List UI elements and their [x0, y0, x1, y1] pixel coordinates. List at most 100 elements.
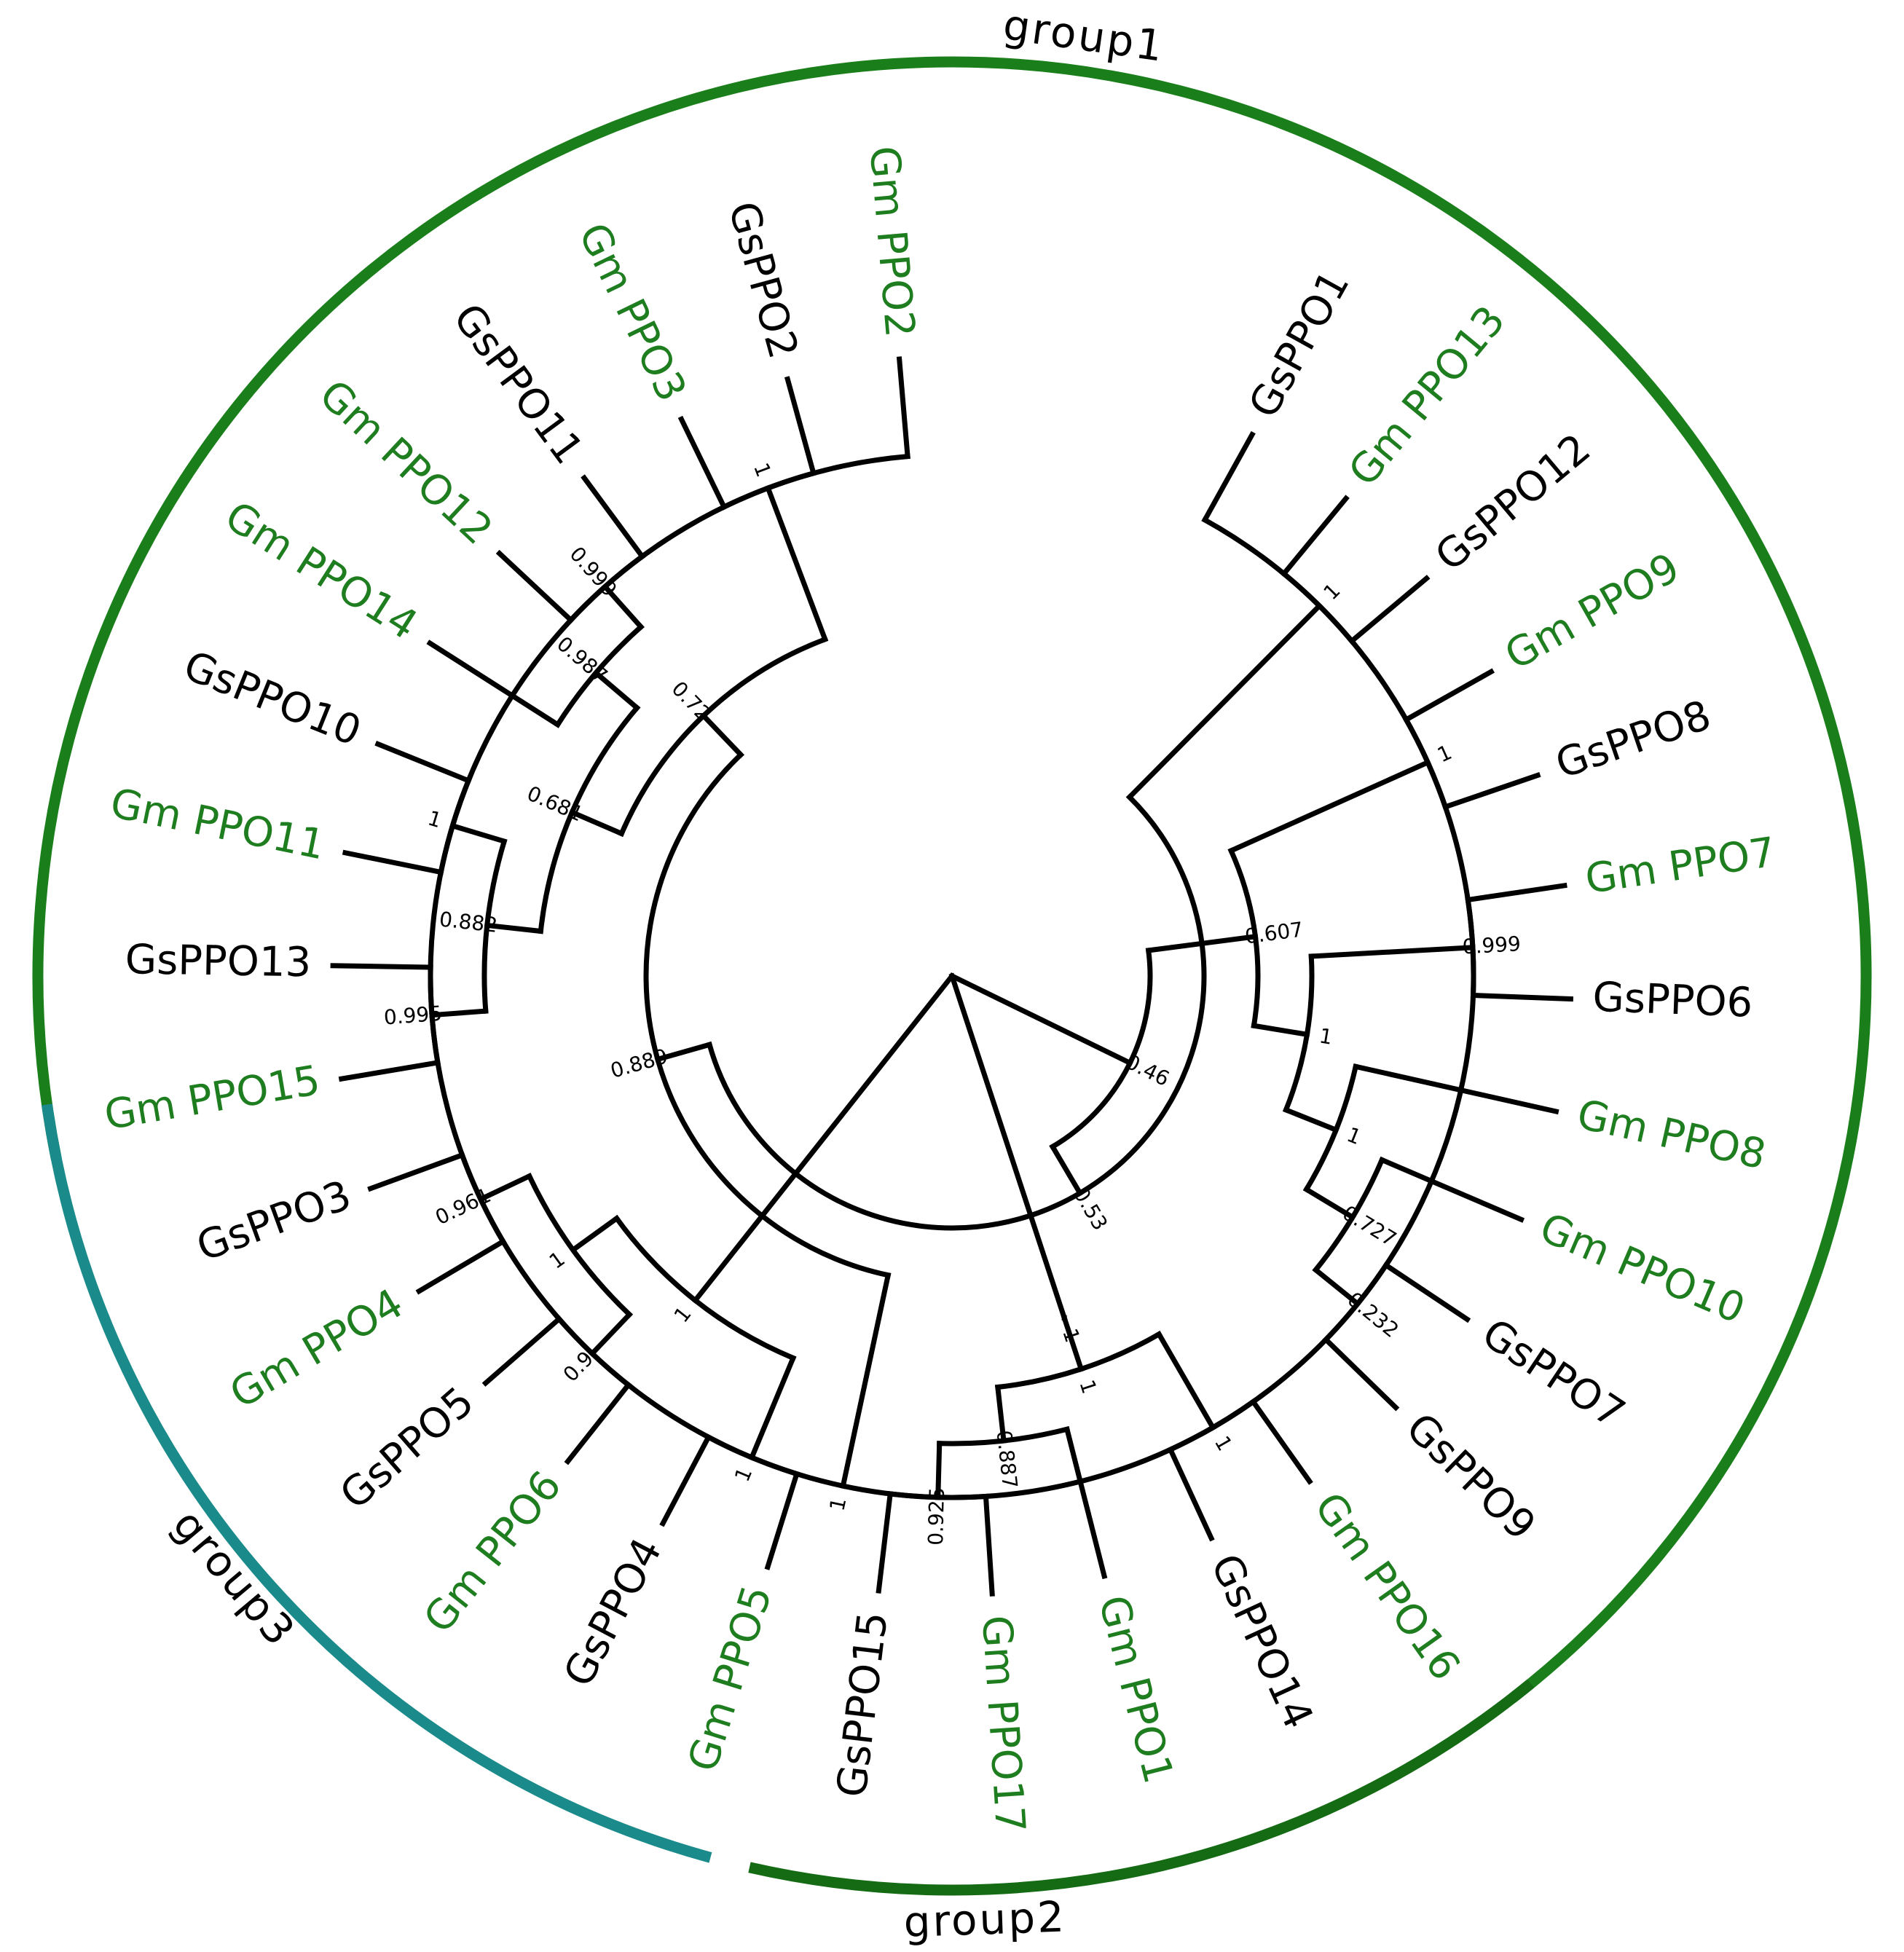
group3-label: group3 [163, 1500, 306, 1656]
support-value: 0.53 [1069, 1183, 1112, 1234]
group3-arc [42, 1103, 712, 1863]
branch-6-0 [764, 484, 829, 643]
leaf-label-GmPPO15: Gm PPO15 [101, 1057, 323, 1140]
leaf-label-GmPPO5: Gm PPO5 [679, 1580, 781, 1776]
branch-3-0 [654, 1041, 713, 1063]
branch-9-1 [601, 583, 645, 631]
branch-17-0 [1308, 945, 1476, 959]
branch-arc-3 [706, 793, 1207, 1231]
branch-arc-21 [1322, 1262, 1390, 1344]
branch-30-1 [415, 1237, 507, 1295]
branch-14-0 [1280, 495, 1350, 578]
branch-arc-12 [438, 777, 472, 875]
branch-arc-31 [555, 1315, 632, 1389]
support-value: 1 [1210, 1432, 1237, 1455]
branch-arc-2 [1049, 947, 1153, 1151]
support-value: 1 [545, 1247, 570, 1274]
branch-26-0 [876, 1491, 894, 1594]
branch-22-0 [1061, 1314, 1085, 1373]
branch-23-0 [1155, 1331, 1216, 1431]
branch-7-1 [784, 376, 817, 477]
support-value: 1 [1319, 578, 1345, 605]
support-value: 1 [1343, 1122, 1364, 1149]
leaf-label-GsPPO2: GsPPO2 [719, 197, 807, 363]
branch-25-0 [1063, 1426, 1108, 1580]
leaf-label-GsPPO12: GsPPO12 [1426, 425, 1600, 581]
branch-10-0 [495, 549, 575, 624]
branch-24-1 [1249, 1398, 1313, 1485]
branch-arc-18 [1465, 897, 1476, 999]
branch-28-0 [659, 1433, 712, 1527]
support-value-layer: 0.460.530.88910.7210.6810.9870.9990.8821… [383, 460, 1522, 1546]
branch-27-1 [569, 1214, 621, 1254]
branch-18-0 [1465, 882, 1567, 903]
leaf-label-GmPPO10: Gm PPO10 [1533, 1204, 1752, 1333]
branch-6-1 [568, 808, 625, 838]
branch-1-1 [948, 972, 1068, 1321]
branch-25-1 [935, 1441, 943, 1500]
branch-4-0 [840, 1272, 892, 1489]
leaf-label-GsPPO6: GsPPO6 [1592, 974, 1753, 1027]
branch-arc-20 [1312, 1156, 1385, 1274]
leaf-label-GmPPO7: Gm PPO7 [1582, 829, 1779, 904]
leaf-label-GmPPO11: Gm PPO11 [106, 779, 329, 869]
branch-30-0 [367, 1152, 466, 1192]
branch-15-0 [1227, 759, 1431, 854]
branch-arc-26 [887, 1491, 989, 1500]
branch-14-1 [1348, 575, 1431, 645]
branch-arc-24 [1167, 1398, 1257, 1453]
branch-21-1 [1322, 1336, 1400, 1412]
branch-arc-23 [994, 1331, 1163, 1390]
branch-arc-10 [567, 553, 646, 624]
leaf-label-GsPPO8: GsPPO8 [1550, 691, 1717, 788]
branch-8-1 [484, 922, 544, 934]
branch-8-0 [592, 669, 641, 712]
leaf-label-GmPPO13: Gm PPO13 [1340, 297, 1514, 495]
leaf-label-GmPPO4: Gm PPO4 [222, 1280, 411, 1418]
branch-28-1 [764, 1471, 800, 1570]
leaf-label-GsPPO9: GsPPO9 [1397, 1404, 1545, 1550]
branch-4-1 [699, 712, 744, 759]
branch-2-0 [1049, 1143, 1084, 1197]
leaf-label-GsPPO4: GsPPO4 [555, 1530, 672, 1694]
branch-23-1 [994, 1384, 1007, 1444]
support-value: 1 [749, 460, 776, 480]
leaf-label-GsPPO7: GsPPO7 [1474, 1310, 1633, 1438]
branch-11-1 [429, 1008, 489, 1018]
support-value: 0.961 [431, 1183, 495, 1229]
leaf-label-GmPPO16: Gm PPO16 [1305, 1484, 1469, 1689]
branch-arc-7 [720, 470, 817, 511]
branch-arc-11 [481, 838, 508, 1014]
branch-12-0 [374, 741, 472, 784]
branch-29-0 [477, 1173, 533, 1203]
branch-15-1 [1251, 1023, 1310, 1038]
support-value: 0.999 [565, 542, 622, 602]
support-value: 1 [669, 1302, 696, 1327]
branch-20-1 [1312, 1266, 1361, 1307]
leaf-label-GmPPO6: Gm PPO6 [415, 1463, 571, 1642]
branch-arc-4 [643, 751, 892, 1278]
leaf-label-GmPPO9: Gm PPO9 [1498, 544, 1688, 680]
support-value: 0.987 [552, 631, 612, 688]
branch-arc-9 [554, 623, 645, 728]
branch-arc-17 [1282, 953, 1315, 1114]
leaf-label-GmPPO14: Gm PPO14 [217, 492, 426, 649]
leaf-label-GmPPO8: Gm PPO8 [1573, 1091, 1770, 1179]
group1-arc-left [32, 56, 1399, 1160]
branch-arc-29 [526, 1173, 634, 1318]
leaf-label-GsPPO15: GsPPO15 [828, 1610, 897, 1800]
support-value: 1 [1433, 740, 1455, 767]
branch-13-1 [338, 1059, 441, 1082]
branch-11-0 [449, 822, 508, 845]
leaf-label-GsPPO10: GsPPO10 [177, 642, 367, 755]
branch-arc-19 [1302, 1063, 1359, 1193]
branch-arc-8 [538, 704, 641, 934]
support-value: 1 [825, 1495, 851, 1513]
support-value: 0.925 [924, 1487, 949, 1546]
support-value: 0.999 [1462, 932, 1522, 959]
branch-16-0 [1402, 668, 1495, 723]
branch-20-0 [1378, 1156, 1525, 1223]
branch-5-0 [896, 356, 910, 460]
leaf-label-GmPPO2: Gm PPO2 [860, 144, 924, 339]
branch-27-0 [748, 1354, 797, 1461]
